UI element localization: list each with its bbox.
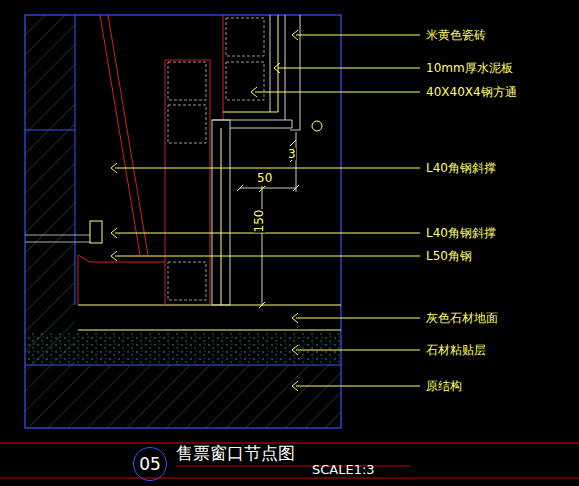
detail-number: 05 — [139, 454, 161, 474]
callout-label: 灰色石材地面 — [426, 312, 498, 324]
dimension-text: 150 — [253, 210, 265, 233]
detail-number-circle: 05 — [133, 447, 167, 481]
callout-label: L50角钢 — [426, 250, 472, 262]
callout-label: 10mm厚水泥板 — [426, 62, 513, 74]
drawing-title: 售票窗口节点图 — [176, 445, 295, 462]
dimension-text: 50 — [257, 172, 272, 184]
callout-label: L40角钢斜撑 — [426, 162, 496, 174]
callout-label: 石材粘贴层 — [426, 344, 486, 356]
scale-text: SCALE1:3 — [312, 463, 375, 476]
callout-label: 40X40X4钢方通 — [426, 86, 517, 98]
callout-label: 原结构 — [426, 380, 462, 392]
dimension-text: 3 — [288, 148, 296, 160]
callout-label: L40角钢斜撑 — [426, 227, 496, 239]
callout-label: 米黄色瓷砖 — [426, 29, 486, 41]
